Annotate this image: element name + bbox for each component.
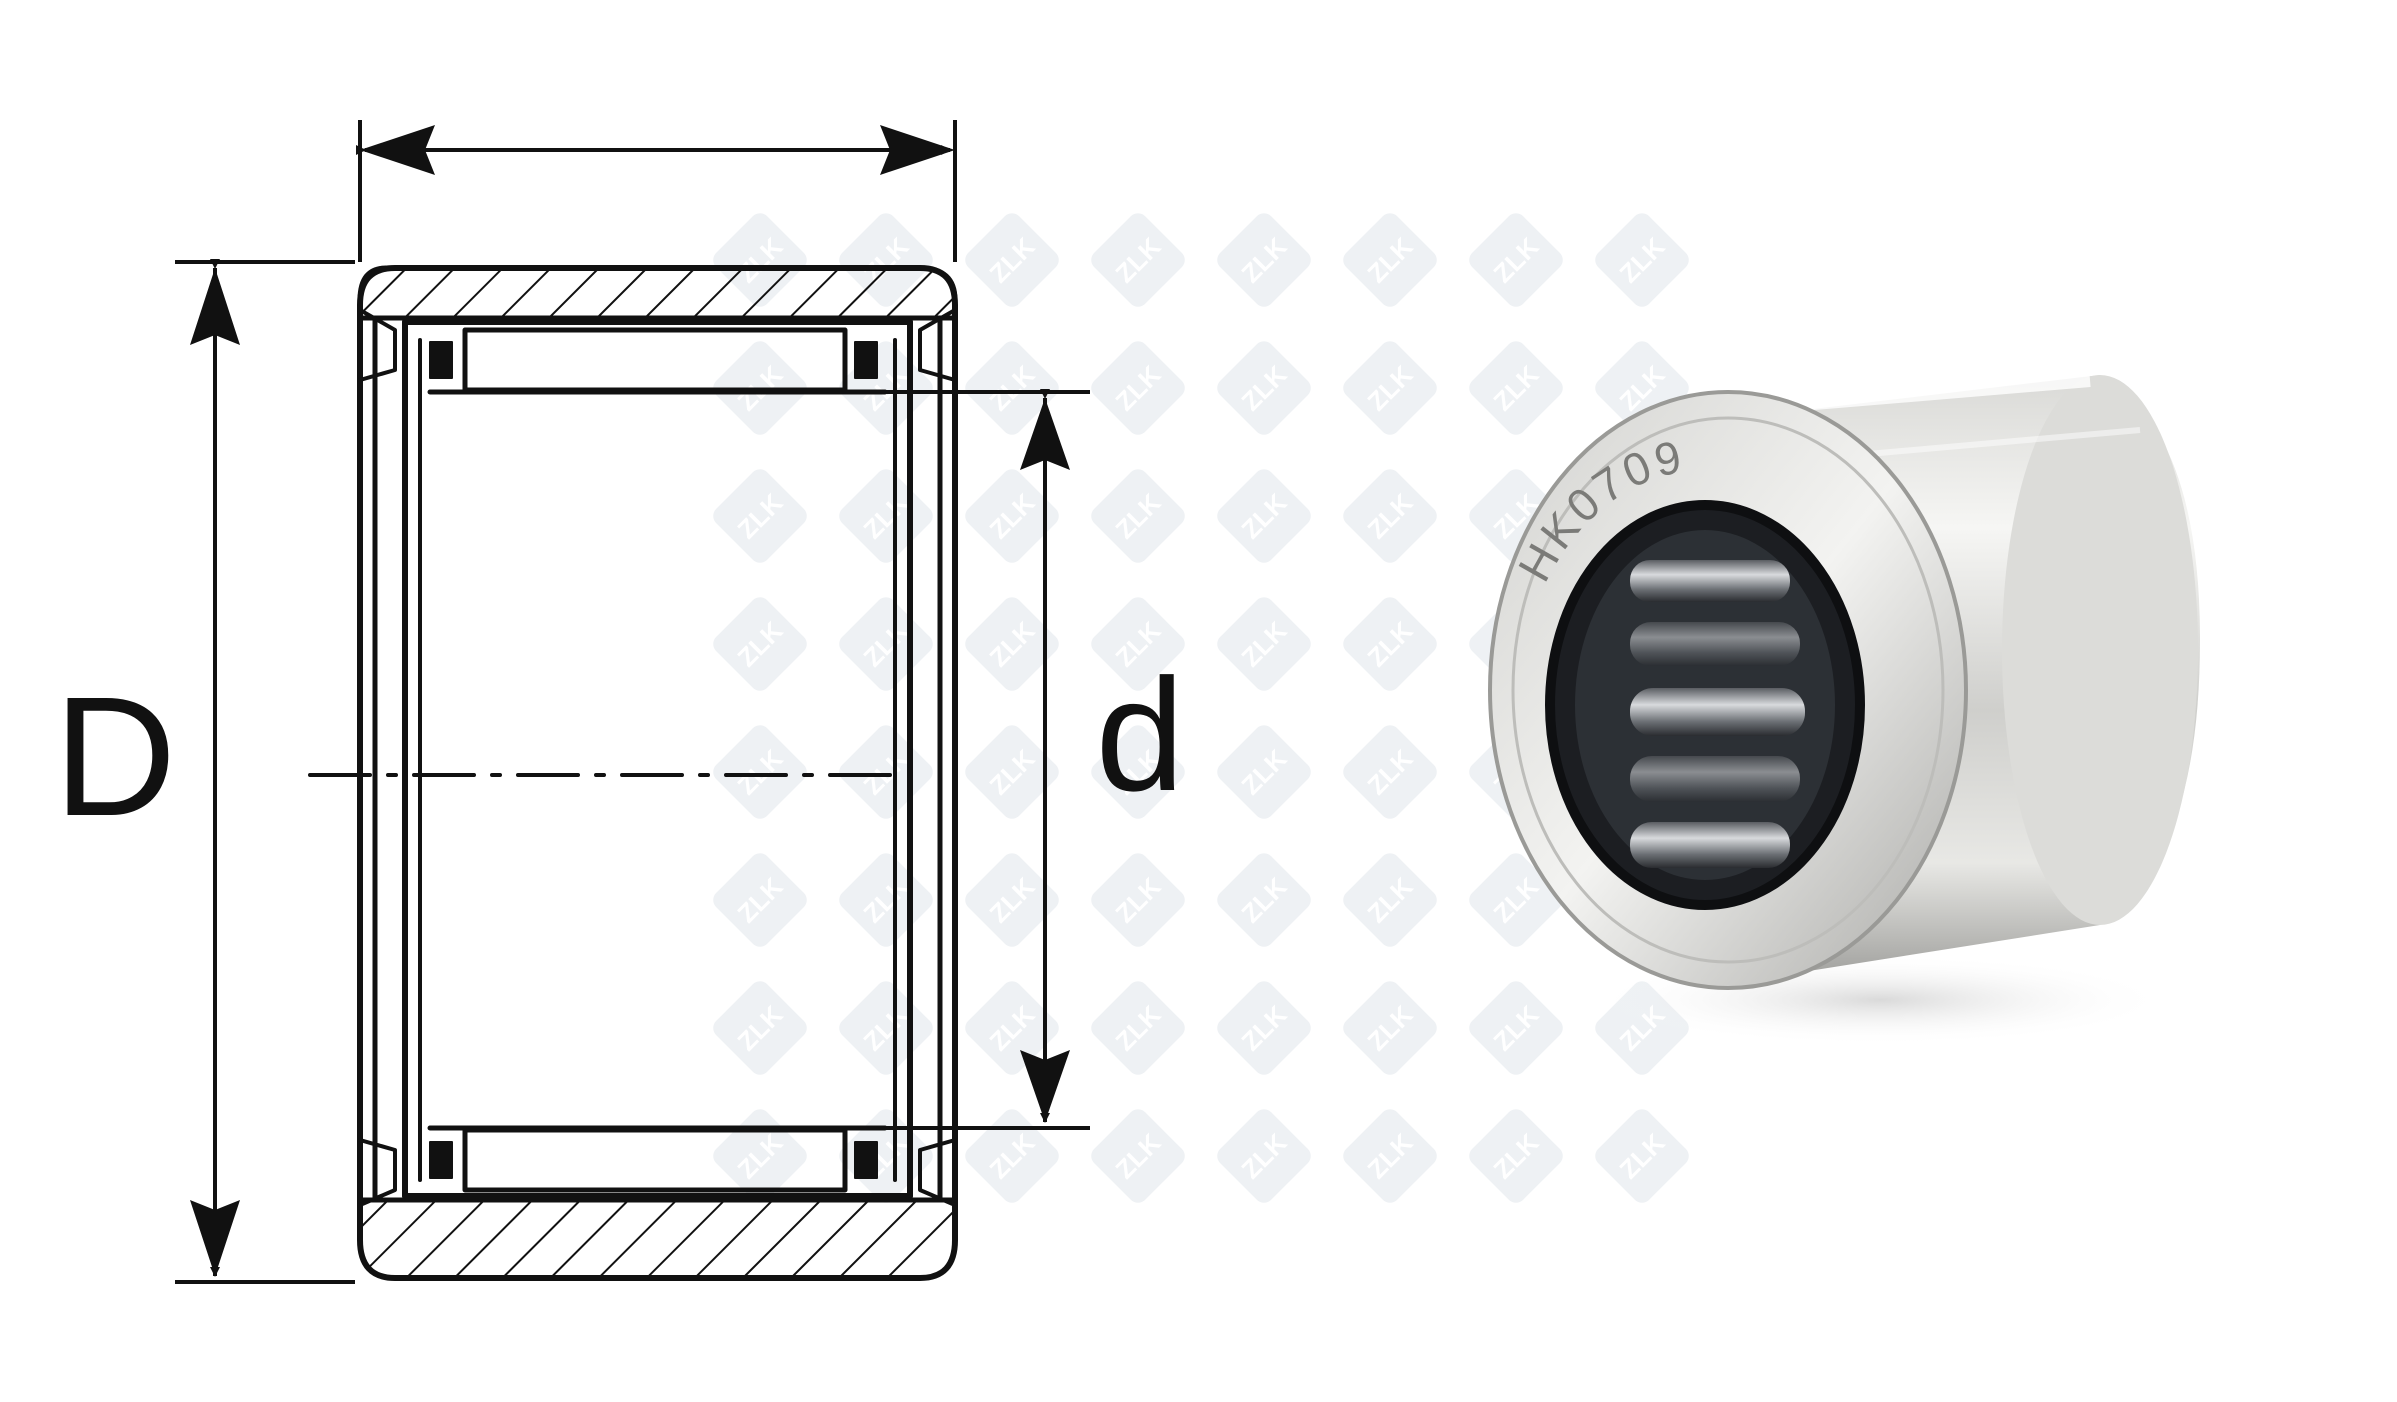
- dimension-lines: [175, 120, 1090, 1284]
- watermark-tile: ZLK: [713, 725, 807, 819]
- outer-diameter-label: D: [54, 662, 177, 852]
- watermark-tile: ZLK: [1343, 725, 1437, 819]
- watermark-tile: ZLK: [1595, 213, 1689, 307]
- watermark-tile: ZLK: [1469, 213, 1563, 307]
- watermark-tile: ZLK: [965, 853, 1059, 947]
- watermark-tile: ZLK: [965, 725, 1059, 819]
- watermark-tile: ZLK: [1217, 341, 1311, 435]
- watermark-tile: ZLK: [1217, 853, 1311, 947]
- watermark-tile: ZLK: [1469, 341, 1563, 435]
- watermark-tile: ZLK: [713, 853, 807, 947]
- watermark-tile: ZLK: [1091, 853, 1185, 947]
- watermark-tile: ZLK: [1217, 1109, 1311, 1203]
- bearing-photo: HK0709: [1488, 373, 2200, 1045]
- watermark-tile: ZLK: [1343, 1109, 1437, 1203]
- needle-rollers: [1630, 560, 1805, 868]
- watermark-tile: ZLK: [1091, 597, 1185, 691]
- inner-diameter-label: d: [1096, 645, 1185, 824]
- watermark-tile: ZLK: [839, 469, 933, 563]
- watermark-tile: ZLK: [1217, 597, 1311, 691]
- watermark-tile: ZLK: [839, 725, 933, 819]
- watermark-tile: ZLK: [1343, 213, 1437, 307]
- watermark-tile: ZLK: [1595, 1109, 1689, 1203]
- watermark-tile: ZLK: [1217, 213, 1311, 307]
- watermark-tile: ZLK: [713, 981, 807, 1075]
- watermark-tile: ZLK: [839, 853, 933, 947]
- watermark-tile: ZLK: [839, 981, 933, 1075]
- watermark-tile: ZLK: [1343, 853, 1437, 947]
- cross-section-drawing: [308, 265, 958, 1281]
- watermark-tile: ZLK: [1091, 981, 1185, 1075]
- watermark-tile: ZLK: [1091, 725, 1185, 819]
- watermark-tile: ZLK: [1469, 853, 1563, 947]
- watermark-tile: ZLK: [713, 469, 807, 563]
- watermark-tile: ZLK: [1343, 341, 1437, 435]
- watermark-tile: ZLK: [965, 597, 1059, 691]
- watermark-tile: ZLK: [1343, 981, 1437, 1075]
- watermark-tile: ZLK: [965, 469, 1059, 563]
- watermark-tile: ZLK: [713, 597, 807, 691]
- watermark-tile: ZLK: [1469, 1109, 1563, 1203]
- watermark-tile: ZLK: [965, 341, 1059, 435]
- watermark-tile: ZLK: [839, 597, 933, 691]
- watermark-tile: ZLK: [965, 981, 1059, 1075]
- watermark-tile: ZLK: [1217, 725, 1311, 819]
- watermark-tile: ZLK: [1343, 597, 1437, 691]
- watermark-tile: ZLK: [965, 213, 1059, 307]
- arrowheads: [190, 125, 1070, 1276]
- top-shell-hatch: [357, 265, 958, 321]
- watermark-tile: ZLK: [713, 1109, 807, 1203]
- watermark-tile: ZLK: [1091, 1109, 1185, 1203]
- watermark-tile: ZLK: [1091, 213, 1185, 307]
- watermark-tile: ZLK: [1217, 981, 1311, 1075]
- outer-contour: [357, 265, 958, 1281]
- watermark-tile: ZLK: [1091, 341, 1185, 435]
- watermark-tile: ZLK: [1091, 469, 1185, 563]
- watermark-tile: ZLK: [1217, 469, 1311, 563]
- bottom-shell-hatch: [357, 1197, 958, 1281]
- watermark-tile: ZLK: [1343, 469, 1437, 563]
- watermark-tile: ZLK: [965, 1109, 1059, 1203]
- watermark-tile: ZLK: [1469, 981, 1563, 1075]
